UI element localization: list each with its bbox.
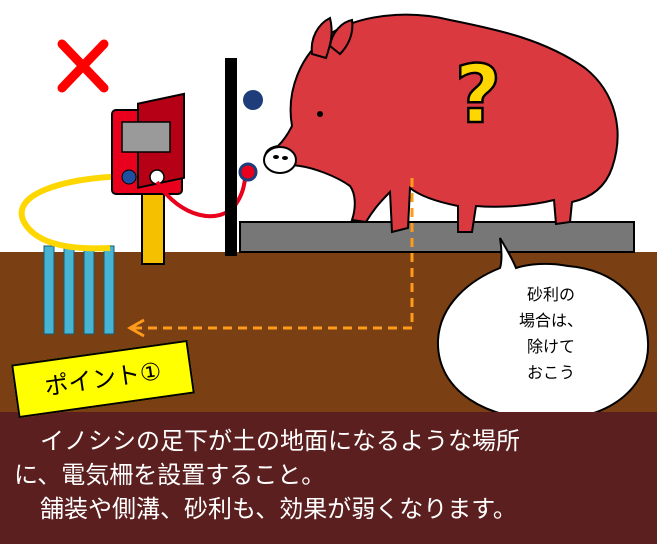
boar bbox=[264, 13, 619, 234]
energizer-box bbox=[111, 92, 185, 195]
bubble-text: 砂利の 場合は、 除けて おこう bbox=[496, 282, 606, 386]
boar-nostril bbox=[282, 156, 288, 160]
boar-snout bbox=[263, 146, 297, 174]
bubble-line: 除けて bbox=[526, 337, 575, 356]
caption-line: イノシシの足下が土の地面になるような場所 bbox=[40, 427, 520, 455]
caption-panel: イノシシの足下が土の地面になるような場所 に、電気柵を設置すること。 舗装や側溝… bbox=[0, 412, 657, 544]
energizer-post bbox=[141, 187, 165, 265]
x-mark-icon bbox=[57, 39, 109, 93]
insulator-bottom bbox=[238, 162, 258, 182]
speech-bubble bbox=[436, 237, 650, 422]
bubble-line: おこう bbox=[526, 363, 575, 382]
caption-line: に、電気柵を設置すること。 bbox=[14, 461, 326, 489]
bubble-line: 砂利の bbox=[526, 285, 575, 304]
gravel-strip bbox=[239, 221, 635, 253]
bubble-line: 場合は、 bbox=[518, 311, 583, 330]
fence-post bbox=[225, 58, 237, 256]
boar-eye bbox=[317, 111, 323, 117]
insulator-top bbox=[243, 90, 263, 110]
question-mark-icon: ? bbox=[455, 48, 501, 141]
boar-nostril bbox=[273, 155, 279, 159]
ground-wire bbox=[18, 173, 129, 252]
current-arrowhead bbox=[126, 318, 145, 338]
current-path bbox=[132, 178, 414, 330]
caption-line: 舗装や側溝、砂利も、効果が弱くなります。 bbox=[40, 495, 517, 523]
